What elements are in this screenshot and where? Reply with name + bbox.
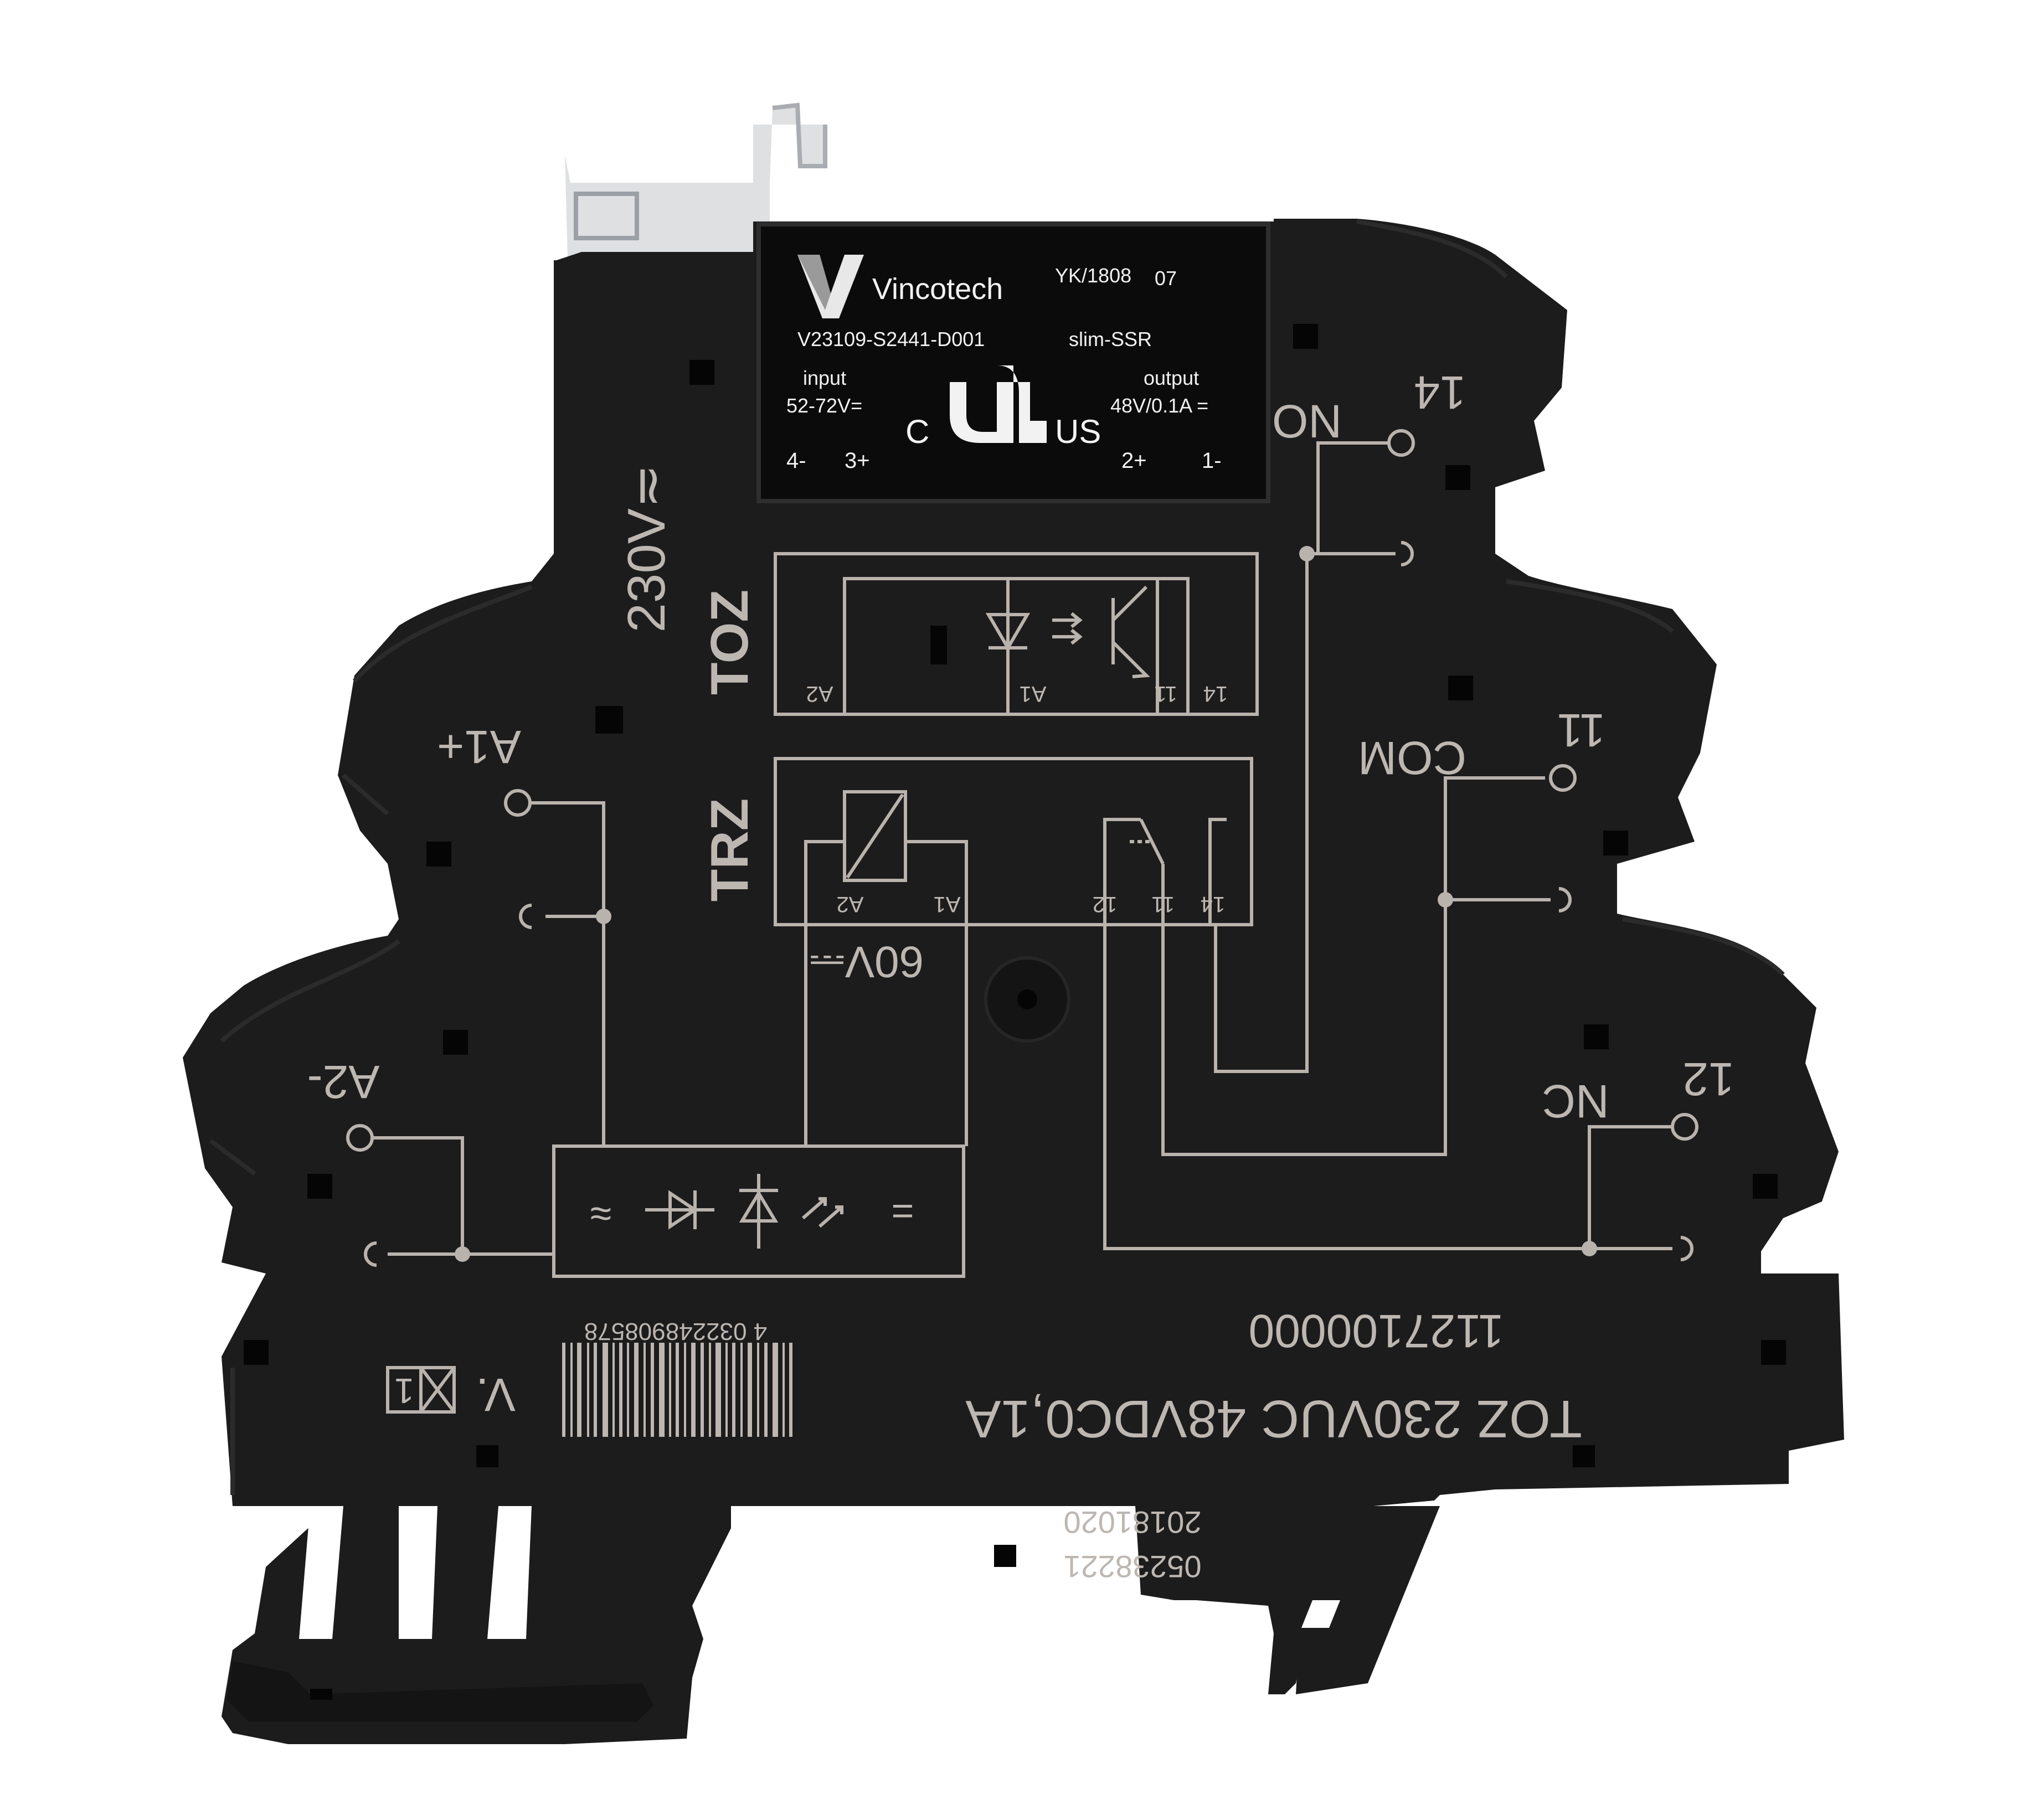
terminal-on: ON — [1272, 395, 1342, 447]
toz-pin-11: 11 — [1154, 682, 1177, 706]
batch-suffix: 07 — [1155, 267, 1177, 290]
trz-pin-a2: A2 — [837, 892, 864, 916]
output-rating: 48V/0.1A = — [1110, 394, 1208, 417]
terminal-block-right — [994, 219, 1786, 1567]
terminal-12: 12 — [1682, 1053, 1734, 1105]
zener-diode-symbol-icon — [739, 1174, 843, 1249]
terminal-a2: A2- — [307, 1056, 380, 1108]
product-designation: TOZ 230VUC 48VDC0,1A — [965, 1389, 1582, 1448]
pin-1: 1- — [1202, 448, 1222, 473]
printed-schematic: A2 A1 11 14 A2 A1 12 11 14 230V≂ TOZ TRZ… — [307, 367, 1734, 1278]
trz-label: TRZ — [700, 798, 759, 902]
terminal-block-left — [209, 360, 714, 1495]
toz-pin-14: 14 — [1203, 682, 1228, 706]
barcode-number: 4 032248908578 — [584, 1318, 767, 1345]
rectifier-box — [552, 1144, 965, 1278]
pin-4: 4- — [786, 448, 806, 473]
date-code: 20181020 — [1063, 1505, 1201, 1540]
pin-2: 2+ — [1121, 448, 1147, 473]
trz-pin-11: 11 — [1151, 892, 1175, 916]
trz-pin-12: 12 — [1093, 892, 1118, 916]
terminal-com: COM — [1358, 732, 1466, 784]
output-label: output — [1144, 367, 1199, 389]
ul-recognized-mark-icon — [950, 365, 1047, 443]
transparent-clip — [565, 102, 827, 257]
terminal-nc: NC — [1542, 1075, 1609, 1127]
led-symbol-icon — [985, 579, 1083, 714]
version-box-icon — [386, 1366, 456, 1414]
barcode — [562, 1343, 792, 1437]
terminal-11: 11 — [1557, 704, 1605, 756]
order-number: 1127100000 — [1249, 1305, 1504, 1357]
toz-label: TOZ — [700, 590, 759, 695]
din-rail-foot-right — [1296, 1506, 1440, 1694]
din-rail-foot-left — [227, 1506, 653, 1722]
cert-us: US — [1055, 413, 1101, 450]
terminal-a1: A1+ — [437, 721, 521, 773]
part-number: V23109-S2441-D001 — [797, 328, 985, 350]
pin-3: 3+ — [845, 448, 870, 473]
dc-symbol: = — [892, 1189, 914, 1232]
version-prefix: V. — [476, 1369, 516, 1421]
serial-number: 05238221 — [1063, 1549, 1201, 1584]
input-rating: 52-72V= — [786, 394, 862, 417]
vincotech-logo-icon — [797, 255, 864, 318]
voltage-label: 230V≂ — [617, 464, 676, 633]
ac-symbol: ≈ — [590, 1192, 611, 1235]
toz-pin-a1: A1 — [1020, 682, 1047, 706]
module-type: slim-SSR — [1069, 328, 1152, 350]
batch-code: YK/1808 — [1055, 264, 1131, 287]
product-markings: 4 032248908578 1127100000 TOZ 230VUC 48V… — [386, 1305, 1582, 1584]
phototransistor-symbol-icon — [1111, 579, 1159, 714]
coil-voltage: 60V⎓ — [810, 937, 924, 987]
ssr-module: Vincotech YK/1808 07 V23109-S2441-D001 s… — [756, 222, 1270, 503]
trz-pin-a1: A1 — [934, 892, 961, 916]
trz-box — [774, 757, 1253, 926]
terminal-14: 14 — [1414, 367, 1465, 419]
toz-pin-a2: A2 — [806, 682, 833, 706]
brand-name: Vincotech — [872, 272, 1003, 306]
diode-symbol-icon — [645, 1190, 714, 1230]
version-box-digit: 1 — [394, 1371, 414, 1411]
trz-pin-14: 14 — [1201, 892, 1226, 916]
cert-c: C — [905, 413, 929, 450]
input-label: input — [803, 367, 846, 389]
